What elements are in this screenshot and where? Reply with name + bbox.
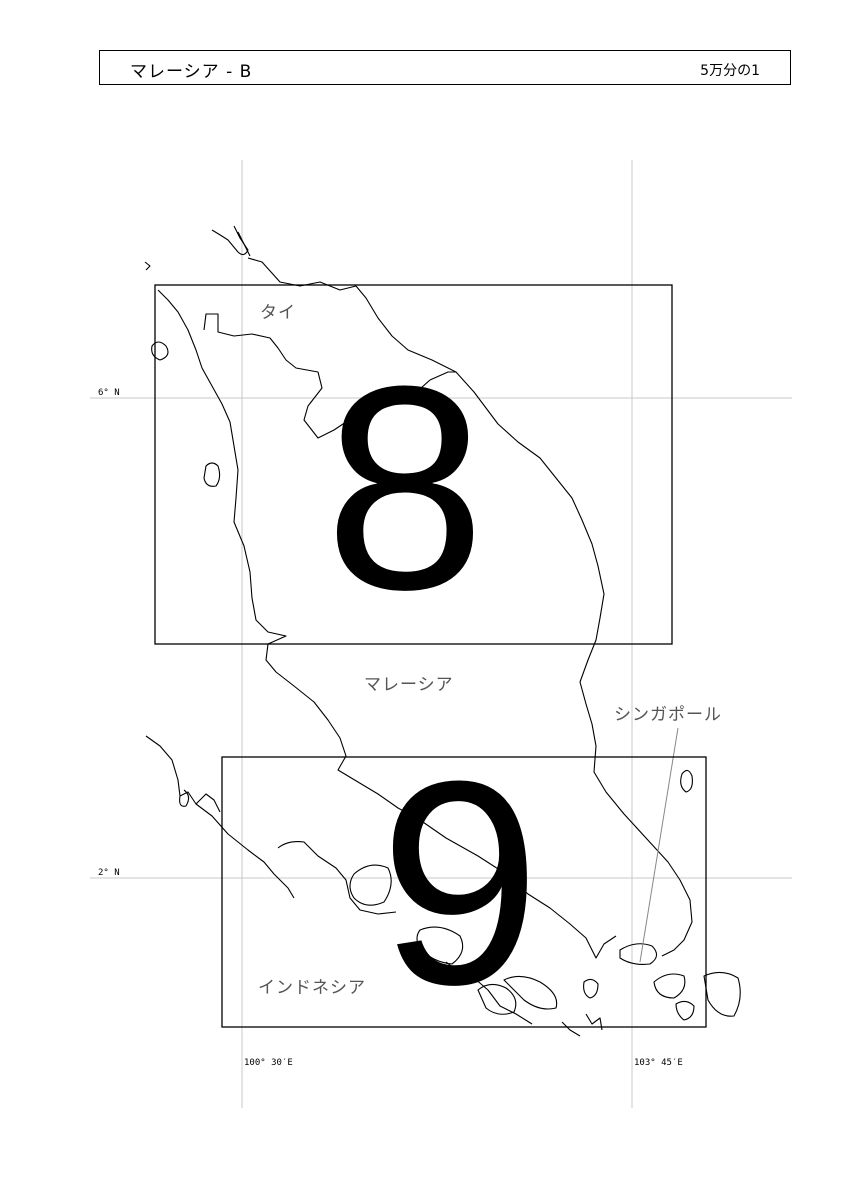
island-rupat [349,864,392,906]
island-riau-5 [585,1013,603,1031]
label-thailand: タイ [260,303,296,323]
island-riau-3 [583,978,599,999]
island-bintan [703,971,741,1017]
sheet-9-number[interactable]: 9 [379,721,540,1045]
island-batam [653,973,686,999]
latitude-label-6n: 6° N [98,388,120,398]
label-singapore: シンガポール [614,705,722,725]
map-title: マレーシア - B [130,62,253,82]
coast-sumatra-east [277,841,397,915]
island-penang [203,462,221,487]
longitude-label-east: 103° 45′E [634,1058,683,1068]
map-scale: 5万分の1 [700,63,760,79]
coast-sumatra-lower [445,961,533,1025]
sheet-9-frame[interactable] [221,756,707,1028]
coast-fragment-northwest [144,261,151,271]
sheet-8-frame[interactable] [154,284,673,645]
coast-sumatra-inlet-2 [195,793,221,813]
coast-fragment-south [561,1021,581,1037]
label-malaysia: マレーシア [364,675,454,695]
coast-peninsula-west [157,289,617,959]
coastlines [144,225,741,1037]
map-header: マレーシア - B 5万分の1 [99,50,791,85]
coast-sumatra-north [145,735,295,899]
coast-gulf-thailand [203,313,456,439]
island-riau-4 [675,1000,695,1021]
island-west [151,341,169,361]
label-indonesia: インドネシア [258,978,366,998]
island-riau-1 [477,983,517,1015]
latitude-label-2n: 2° N [98,868,120,878]
island-bengkalis [416,926,464,965]
singapore-leader-line [639,727,679,963]
sheet-8-number[interactable]: 8 [324,326,485,650]
island-riau-2 [503,975,558,1010]
coast-sumatra-inlet [179,789,190,807]
island-tioman [680,769,693,793]
island-singapore [619,943,658,965]
graticule [90,160,792,1108]
coast-peninsula-east [247,257,693,957]
longitude-label-west: 100° 30′E [244,1058,293,1068]
coast-fragment-north-2 [237,231,251,257]
